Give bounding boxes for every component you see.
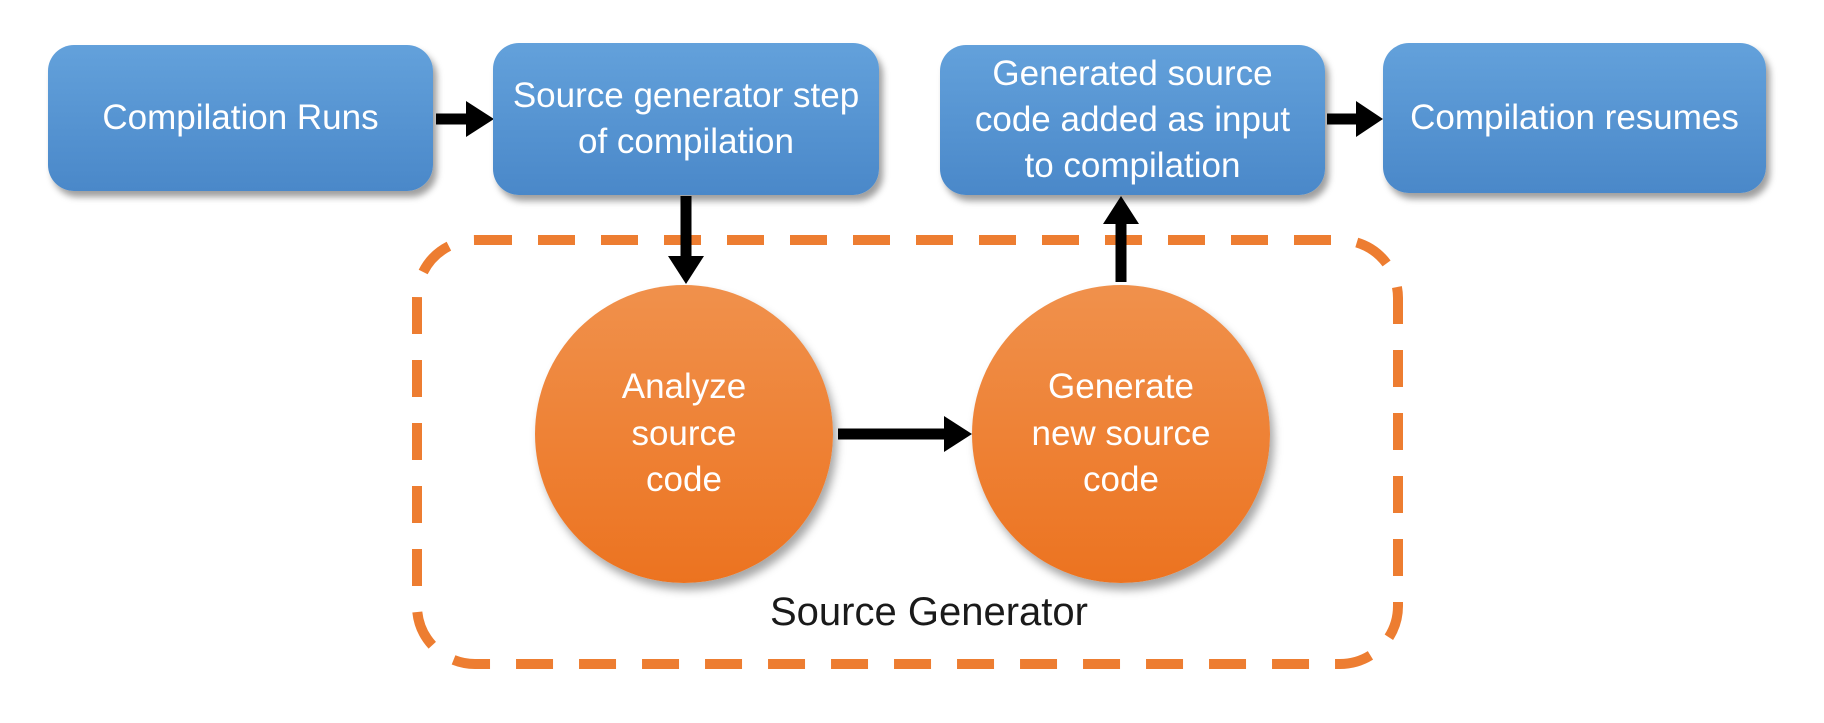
flow-box-source-generator-step: Source generator step of compilation <box>493 43 879 195</box>
arrow-head <box>466 101 494 137</box>
arrow-added-to-resumes-icon <box>1327 101 1383 137</box>
arrow-generate-to-added-icon <box>1103 196 1139 282</box>
flow-box-generated-source-added: Generated source code added as input to … <box>940 45 1325 195</box>
arrow-head <box>668 256 704 284</box>
source-generator-label: Source Generator <box>770 590 1088 634</box>
arrow-analyze-to-generate-icon <box>838 416 972 452</box>
step-circle-label: Analyze source code <box>621 367 747 500</box>
arrow-head <box>944 416 972 452</box>
flow-box-compilation-runs: Compilation Runs <box>48 45 433 191</box>
source-generator-dashed-boundary <box>412 235 1403 669</box>
arrow-step-to-analyze-icon <box>668 196 704 284</box>
flow-box-compilation-resumes: Compilation resumes <box>1383 43 1766 193</box>
flow-box-label: Generated source code added as input to … <box>974 53 1291 186</box>
step-circle-analyze-source-code: Analyze source code <box>535 285 833 583</box>
flow-box-label: Source generator step of compilation <box>512 75 860 161</box>
step-circle-generate-new-source-code: Generate new source code <box>972 285 1270 583</box>
arrow-head <box>1103 196 1139 224</box>
flow-box-label: Compilation Runs <box>102 97 379 137</box>
arrow-runs-to-step-icon <box>436 101 494 137</box>
flow-box-label: Compilation resumes <box>1410 97 1739 137</box>
step-circle-label: Generate new source code <box>1031 367 1211 500</box>
arrow-head <box>1356 101 1383 137</box>
